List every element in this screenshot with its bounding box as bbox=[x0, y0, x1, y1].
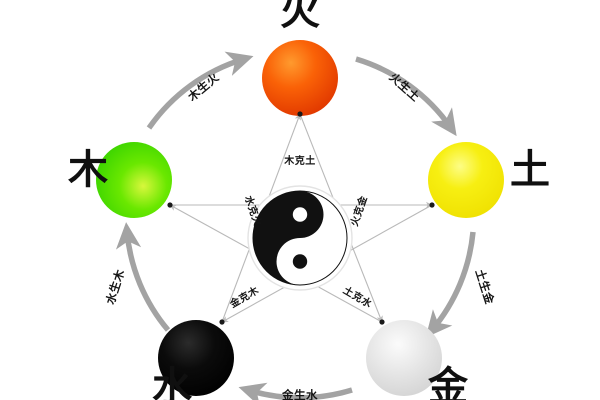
label-wood-overcomes-earth: 木克土 bbox=[283, 154, 316, 167]
label-metal-generates-water: 金生水 bbox=[281, 388, 318, 400]
sphere-water[interactable] bbox=[158, 320, 234, 396]
sphere-earth[interactable] bbox=[428, 142, 504, 218]
taiji-symbol[interactable] bbox=[247, 185, 353, 291]
arrow-metal-generates-water bbox=[238, 382, 353, 400]
label-fire-overcomes-metal: 火克金 bbox=[347, 193, 370, 227]
element-outer-labels: 火 土 金 水 木 bbox=[68, 0, 550, 400]
label-earth-overcomes-water: 土克水 bbox=[341, 283, 375, 310]
metal-node-marker bbox=[379, 319, 385, 325]
taiji-yang-dot bbox=[292, 207, 308, 222]
label-earth-generates-metal: 土生金 bbox=[473, 267, 497, 306]
generating-cycle-ring bbox=[115, 51, 476, 400]
arrow-earth-generates-metal bbox=[425, 231, 476, 338]
element-label-earth: 土 bbox=[510, 147, 550, 193]
element-label-water: 水 bbox=[152, 364, 193, 400]
element-label-wood: 木 bbox=[68, 147, 108, 193]
taiji-yin-dot bbox=[292, 254, 308, 269]
sphere-metal[interactable] bbox=[366, 320, 442, 396]
sphere-wood[interactable] bbox=[96, 142, 172, 218]
element-label-fire: 火 bbox=[280, 0, 320, 34]
element-label-metal: 金 bbox=[427, 364, 469, 400]
arrow-water-generates-wood bbox=[115, 222, 171, 332]
arrow-wood-generates-fire bbox=[146, 51, 254, 130]
taiji-boundary bbox=[252, 190, 348, 286]
label-water-generates-wood: 水生木 bbox=[103, 267, 127, 306]
wood-node-marker bbox=[167, 202, 173, 208]
arrow-fire-generates-earth bbox=[355, 56, 457, 137]
water-node-marker bbox=[219, 319, 225, 325]
sphere-fire[interactable] bbox=[262, 40, 338, 116]
pentagram-node-markers bbox=[167, 111, 435, 325]
fire-node-marker bbox=[297, 111, 303, 117]
element-spheres bbox=[96, 40, 504, 396]
earth-node-marker bbox=[429, 202, 435, 208]
label-fire-generates-earth: 火生土 bbox=[387, 70, 423, 104]
